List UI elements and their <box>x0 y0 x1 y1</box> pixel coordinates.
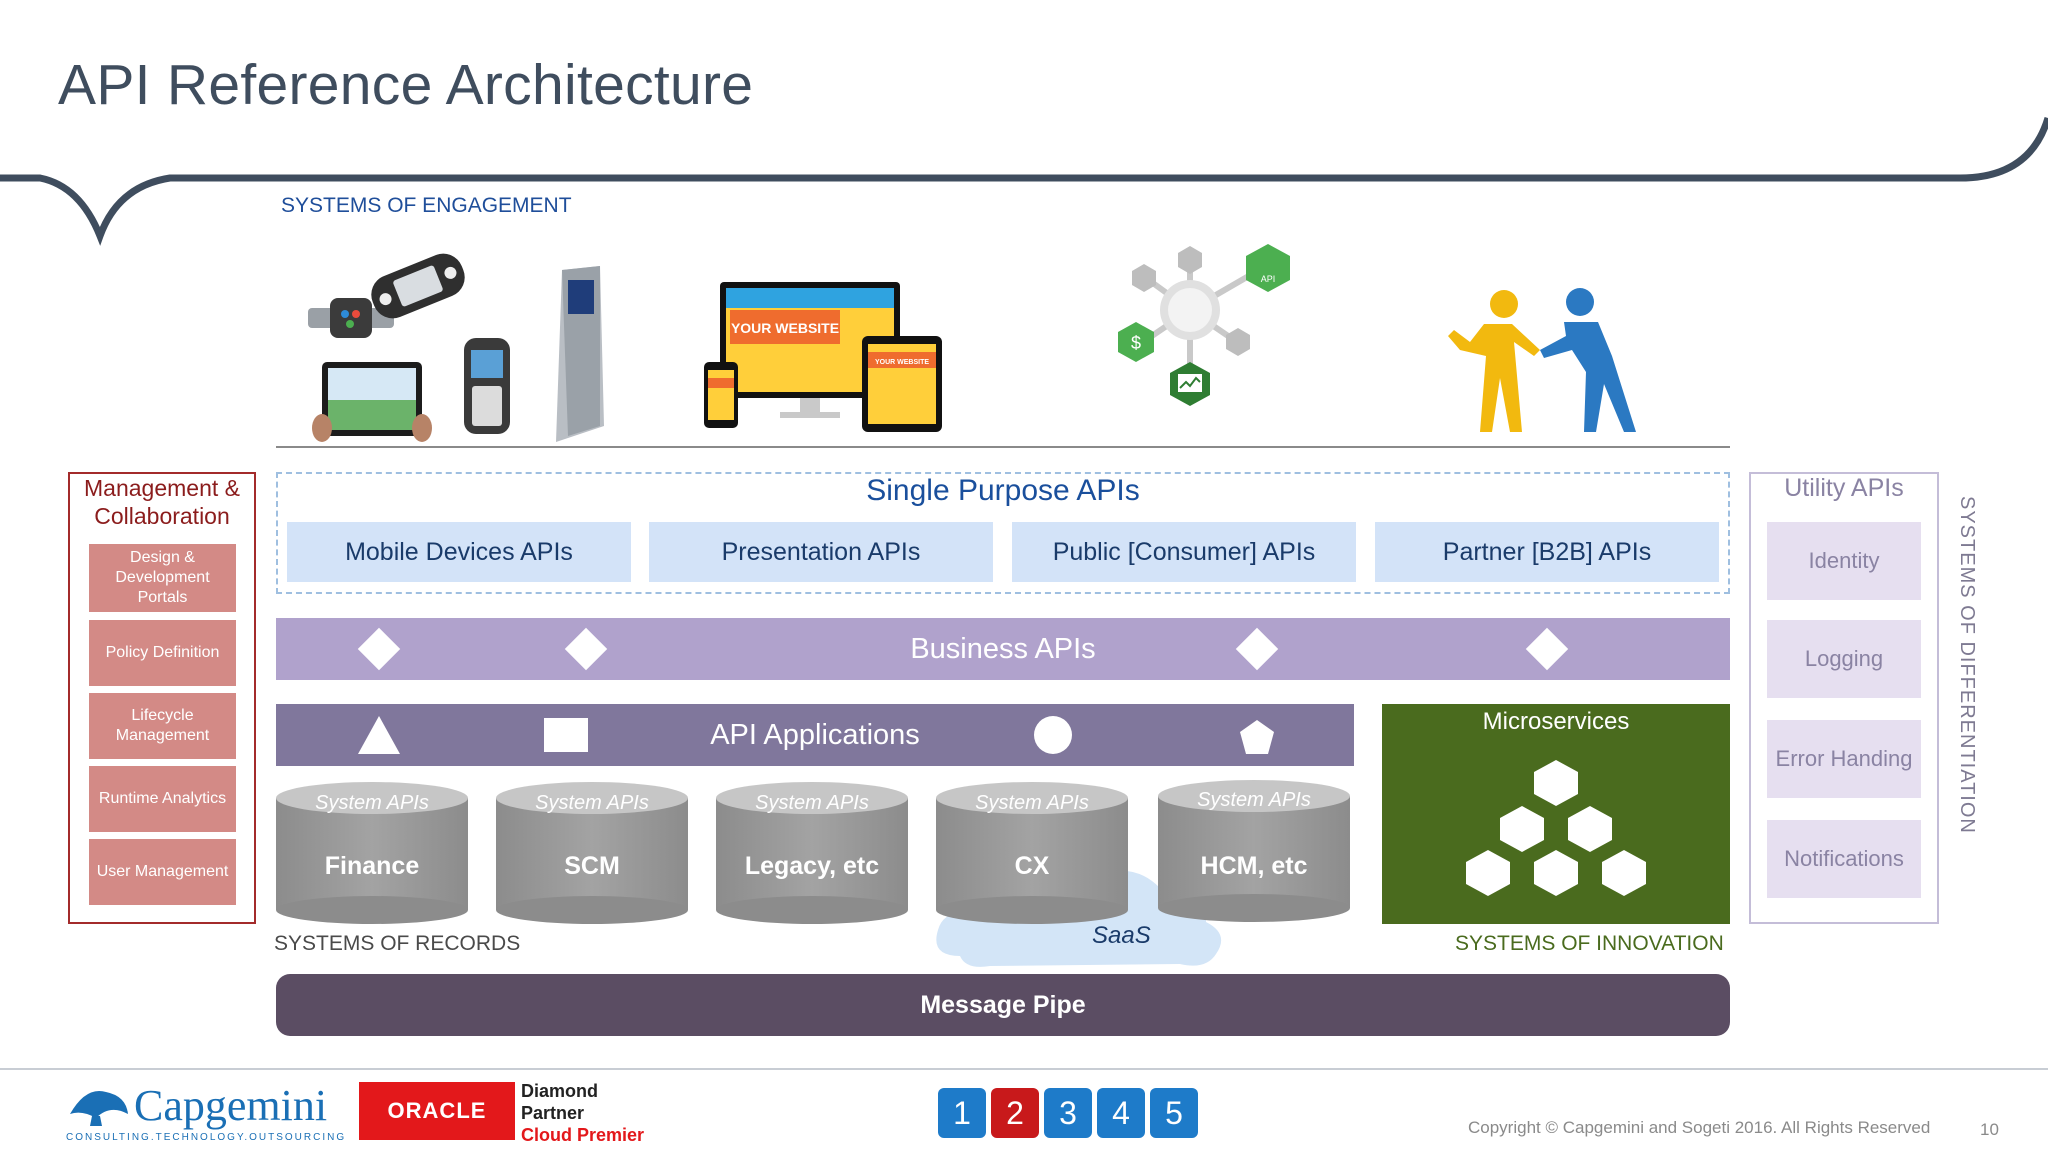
page-title: API Reference Architecture <box>58 53 754 117</box>
phone-website-icon <box>704 362 738 428</box>
public-consumer-apis: Public [Consumer] APIs <box>1012 522 1356 582</box>
systems-of-records-label: SYSTEMS OF RECORDS <box>274 932 521 955</box>
hcm-label: HCM, etc <box>1200 852 1308 880</box>
utility-apis-panel <box>1749 472 1939 924</box>
svg-text:$: $ <box>1131 333 1141 353</box>
page-button-3[interactable]: 3 <box>1044 1088 1092 1138</box>
person-yellow-icon <box>1448 290 1540 432</box>
api-badge-icon <box>1246 244 1290 292</box>
business-apis-label: Business APIs <box>910 632 1096 665</box>
mgmt-item-lifecycle: Lifecycle Management <box>89 693 236 759</box>
system-apis-label: System APIs <box>755 792 869 814</box>
capgemini-tagline: CONSULTING.TECHNOLOGY.OUTSOURCING <box>66 1132 347 1143</box>
utility-logging: Logging <box>1767 620 1921 698</box>
header-curve <box>0 116 2048 246</box>
svg-text:YOUR WEBSITE: YOUR WEBSITE <box>875 359 929 366</box>
game-console-icon <box>371 253 465 319</box>
square-icon <box>544 718 588 752</box>
partner-b2b-apis: Partner [B2B] APIs <box>1375 522 1719 582</box>
partner-line-partner: Partner <box>521 1103 585 1123</box>
page-number: 10 <box>1980 1120 1999 1139</box>
circle-icon <box>1034 716 1072 754</box>
partner-line-diamond: Diamond <box>521 1081 599 1101</box>
api-applications-bar: API Applications <box>276 704 1354 766</box>
finance-label: Finance <box>324 852 420 880</box>
cylinder-legacy <box>716 782 908 924</box>
page-button-2[interactable]: 2 <box>991 1088 1039 1138</box>
systems-of-engagement-label: SYSTEMS OF ENGAGEMENT <box>281 194 572 217</box>
system-apis-label: System APIs <box>315 792 429 814</box>
page-button-5[interactable]: 5 <box>1150 1088 1198 1138</box>
cylinder-scm <box>496 782 688 924</box>
tablet-website-icon: YOUR WEBSITE <box>862 336 942 432</box>
kiosk-icon <box>556 266 604 442</box>
management-panel <box>68 472 256 924</box>
message-pipe-label: Message Pipe <box>920 990 1086 1019</box>
api-applications-label: API Applications <box>710 718 920 751</box>
partner-badge: Diamond Partner Cloud Premier <box>521 1080 644 1146</box>
business-apis-bar: Business APIs <box>276 618 1730 680</box>
single-purpose-apis-group <box>276 472 1730 594</box>
systems-of-differentiation-label: SYSTEMS OF DIFFERENTIATION <box>1956 496 1978 834</box>
system-cylinders <box>276 780 1350 924</box>
page-button-1[interactable]: 1 <box>938 1088 986 1138</box>
mgmt-item-user-management: User Management <box>89 839 236 905</box>
system-apis-label: System APIs <box>1197 789 1311 811</box>
cylinder-cx <box>936 782 1128 924</box>
svg-text:API: API <box>1261 274 1276 284</box>
oracle-logo: ORACLE <box>359 1082 515 1140</box>
page-button-4[interactable]: 4 <box>1097 1088 1145 1138</box>
legacy-label: Legacy, etc <box>744 852 880 880</box>
devices-illustration <box>308 253 604 442</box>
utility-identity: Identity <box>1767 522 1921 600</box>
utility-apis-title: Utility APIs <box>1784 474 1904 502</box>
cylinder-hcm <box>1158 780 1350 922</box>
smartwatch-icon <box>308 298 394 338</box>
hub-node-icon <box>1178 246 1202 274</box>
mgmt-item-policy-definition: Policy Definition <box>89 620 236 686</box>
website-devices-illustration: YOUR WEBSITE YOUR WEBSITE <box>704 282 942 432</box>
microservices-title: Microservices <box>1482 708 1630 735</box>
system-apis-label: System APIs <box>975 792 1089 814</box>
mobile-devices-apis: Mobile Devices APIs <box>287 522 631 582</box>
footer-divider <box>0 1068 2048 1070</box>
person-blue-icon <box>1540 288 1636 432</box>
mgmt-item-design-portals: Design & Development Portals <box>89 544 236 612</box>
engagement-baseline <box>276 446 1730 448</box>
scm-label: SCM <box>564 852 620 880</box>
presentation-apis: Presentation APIs <box>649 522 993 582</box>
microservices-hexagons-icon <box>1466 760 1646 896</box>
single-purpose-apis-title: Single Purpose APIs <box>866 474 1140 507</box>
svg-text:YOUR WEBSITE: YOUR WEBSITE <box>731 320 839 336</box>
saas-label: SaaS <box>1092 922 1151 949</box>
monitor-icon: YOUR WEBSITE <box>720 282 900 418</box>
copyright-text: Copyright © Capgemini and Sogeti 2016. A… <box>1468 1118 1931 1137</box>
scanner-icon <box>464 338 510 434</box>
tablet-icon <box>312 362 432 442</box>
partner-line-cloud-premier: Cloud Premier <box>521 1125 645 1145</box>
utility-notifications: Notifications <box>1767 820 1921 898</box>
capgemini-spade-icon <box>70 1090 128 1126</box>
message-pipe-bar: Message Pipe <box>276 974 1730 1036</box>
cx-label: CX <box>1014 852 1050 880</box>
systems-of-innovation-label: SYSTEMS OF INNOVATION <box>1455 932 1724 955</box>
system-apis-label: System APIs <box>535 792 649 814</box>
partners-handshake-illustration <box>1448 288 1636 432</box>
cylinder-finance <box>276 782 468 924</box>
dollar-icon <box>1118 322 1154 362</box>
pentagon-icon <box>1240 720 1274 754</box>
utility-error-handing: Error Handing <box>1767 720 1921 798</box>
mgmt-item-runtime-analytics: Runtime Analytics <box>89 766 236 832</box>
management-title: Management & Collaboration <box>84 475 240 529</box>
api-hub-illustration: API $ <box>1118 244 1290 406</box>
triangle-icon <box>358 716 400 754</box>
capgemini-logo: Capgemini <box>134 1081 328 1130</box>
